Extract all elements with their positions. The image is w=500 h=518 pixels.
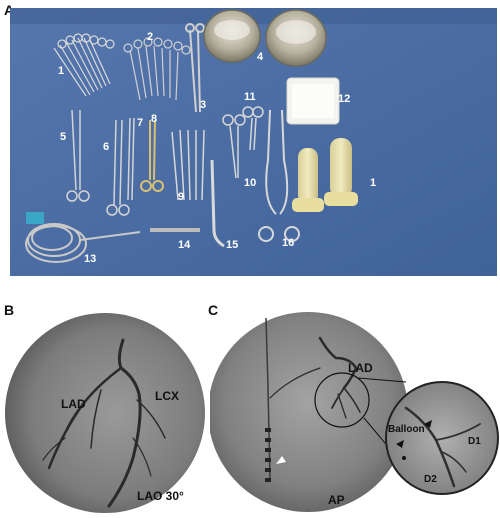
label-1a: 1 [58, 65, 64, 77]
label-4: 4 [257, 51, 264, 63]
label-10: 10 [244, 177, 256, 189]
label-lcx: LCX [155, 389, 179, 403]
ecg-electrode-markers [265, 428, 271, 482]
zoom-vessels [404, 406, 481, 488]
instrument-10-11 [222, 106, 264, 179]
coronary-vessels-c [269, 336, 361, 419]
panel-a-letter: A [4, 2, 15, 18]
instrument-8 [140, 119, 164, 192]
label-13: 13 [84, 253, 96, 265]
instrument-6 [106, 119, 130, 216]
panel-a-photo: 1 2 3 4 5 6 7 8 9 10 11 12 13 14 15 16 1 [10, 8, 497, 276]
xray-field-b [5, 313, 205, 513]
instrument-9-forceps [171, 129, 205, 201]
instrument-2-clamps [123, 37, 191, 101]
instrument-1-clamps [53, 33, 115, 97]
label-lad-c: LAD [348, 361, 373, 375]
balloon-arrowhead-upper [424, 420, 432, 428]
coronary-vessels-b [42, 338, 166, 508]
instrument-7 [127, 117, 135, 201]
label-view-c: AP [328, 493, 345, 507]
zoom-source-circle [314, 372, 370, 428]
label-9: 9 [178, 191, 184, 203]
label-8: 8 [151, 113, 157, 125]
electrocautery-cable [25, 223, 141, 263]
instrument-14 [150, 228, 200, 232]
panel-c-letter: C [208, 302, 219, 318]
label-1b: 1 [370, 177, 376, 189]
instrument-16-retractor [258, 109, 300, 242]
label-balloon: Balloon [388, 424, 425, 435]
label-14: 14 [178, 239, 191, 251]
label-3: 3 [200, 99, 206, 111]
arrowhead-marker-c [276, 456, 286, 464]
yellow-dilators [292, 138, 358, 212]
label-15: 15 [226, 239, 238, 251]
label-view-b: LAO 30° [137, 489, 184, 503]
label-2: 2 [147, 31, 153, 43]
instrument-3 [185, 23, 205, 113]
label-5: 5 [60, 131, 66, 143]
balloon-marker [402, 456, 406, 460]
label-6: 6 [103, 141, 109, 153]
label-11: 11 [244, 91, 256, 103]
zoom-connector-top [357, 377, 407, 383]
instrument-15 [210, 159, 225, 248]
label-lad-b: LAD [61, 397, 86, 411]
cable-connector [26, 212, 44, 224]
label-d2: D2 [424, 474, 437, 485]
instrument-5 [66, 109, 90, 202]
label-d1: D1 [468, 436, 481, 447]
panel-b-angiogram: LAD LCX LAO 30° [5, 313, 205, 513]
xray-field-c [210, 312, 408, 512]
label-7: 7 [137, 117, 143, 129]
instrument-number-labels: 1 2 3 4 5 6 7 8 9 10 11 12 13 14 15 16 1 [58, 31, 376, 265]
label-12: 12 [338, 93, 350, 105]
balloon-arrowhead-lower [396, 440, 404, 448]
panel-b-letter: B [4, 302, 15, 318]
panel-c-angiogram: LAD AP Balloon D1 D2 [210, 312, 499, 512]
label-16: 16 [282, 237, 294, 249]
